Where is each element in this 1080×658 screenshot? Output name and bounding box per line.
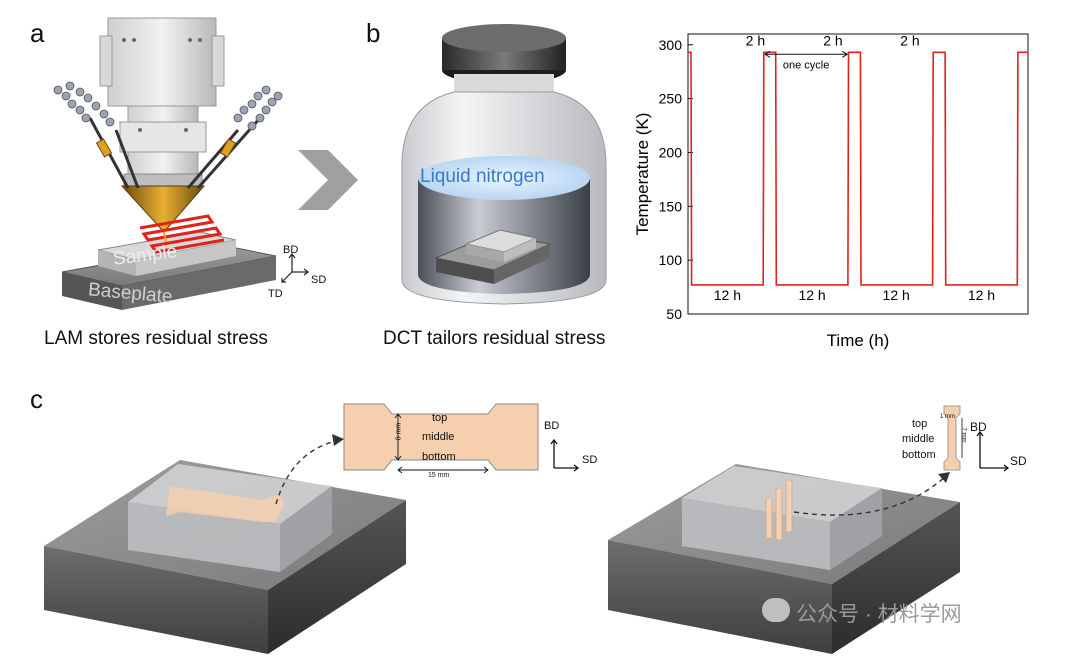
annotations: 2 h 2 h 2 h 12 h 12 h 12 h 12 h one cycle: [714, 32, 995, 303]
left-axis-sd: SD: [582, 454, 598, 466]
left-dogbone-drawing: [343, 403, 539, 474]
temperature-chart: 300 250 200 150 100 50 2 h 2 h 2 h 12 h 12 h 12 h 1…: [633, 32, 1029, 350]
right-block-illustration: [608, 464, 960, 654]
powder-particles: [53, 81, 283, 131]
left-label-bottom: bottom: [422, 451, 456, 463]
jar-neck: [454, 74, 554, 92]
left-length-dim: 15 mm: [428, 472, 450, 479]
left-label-top: top: [432, 412, 448, 424]
laser-beam: [163, 231, 167, 243]
right-mini-specimen: [943, 405, 963, 471]
right-axis-sd: SD: [1010, 454, 1027, 468]
right-label-top: top: [912, 418, 928, 430]
watermark-text: 公众号 · 材料学网: [796, 603, 962, 626]
right-dashed-arrow: [793, 472, 950, 516]
y-tick-label: 100: [659, 252, 683, 268]
right-width-dim: 1 mm: [940, 414, 955, 420]
axis-label-td: TD: [268, 288, 283, 300]
low-hold-label: 12 h: [714, 287, 741, 303]
plot-frame: [687, 33, 1029, 315]
nozzle-tips: [95, 138, 237, 158]
right-length-dim: 7 mm: [960, 427, 967, 443]
axis-label-sd: SD: [311, 274, 327, 286]
left-dashed-arrow: [275, 434, 344, 505]
left-width-dim: 8 mm: [395, 422, 403, 441]
liquid-surface: [418, 156, 590, 200]
high-hold-label: 2 h: [900, 32, 919, 48]
y-tick-label: 150: [659, 198, 683, 214]
nozzle-cone: [120, 185, 206, 233]
temperature-series-line: [688, 51, 1028, 286]
left-embedded-specimen: [166, 486, 284, 522]
panel-a-letter: a: [30, 18, 45, 48]
y-ticks: 300 250 200 150 100 50: [659, 37, 693, 322]
low-hold-label: 12 h: [883, 287, 910, 303]
chevron-right-icon: [298, 150, 358, 210]
left-axes-triad: [550, 438, 580, 472]
right-axis-bd: BD: [970, 420, 987, 434]
right-label-middle: middle: [902, 433, 935, 445]
axes-triad: [281, 253, 309, 283]
y-axis-label: Temperature (K): [633, 113, 652, 236]
y-tick-label: 200: [659, 144, 683, 160]
left-axis-bd: BD: [544, 420, 560, 432]
right-axes-triad: [976, 430, 1010, 472]
liquid-nitrogen-label: Liquid nitrogen: [420, 166, 545, 187]
high-hold-label: 2 h: [823, 32, 842, 48]
lid-top: [442, 24, 566, 52]
x-axis-label: Time (h): [827, 331, 890, 350]
low-hold-label: 12 h: [798, 287, 825, 303]
y-tick-label: 50: [666, 306, 682, 322]
laser-scan-tracks: [139, 214, 225, 254]
y-tick-label: 300: [659, 37, 683, 53]
panel-a-caption: LAM stores residual stress: [44, 328, 268, 349]
immersed-sample: [434, 229, 552, 284]
y-tick-label: 250: [659, 91, 683, 107]
axis-label-bd: BD: [283, 244, 299, 256]
lam-illustration: [53, 17, 309, 310]
cycle-label: one cycle: [783, 59, 829, 71]
panel-b-letter: b: [366, 18, 381, 48]
left-label-middle: middle: [422, 431, 455, 443]
low-hold-label: 12 h: [968, 287, 995, 303]
dewar-jar-illustration: [401, 24, 607, 305]
left-block-illustration: [44, 460, 406, 654]
panel-c-letter: c: [30, 384, 43, 414]
high-hold-label: 2 h: [746, 32, 765, 48]
print-head: [99, 17, 225, 187]
cycle-arrow: [763, 50, 849, 58]
right-label-bottom: bottom: [902, 449, 936, 461]
right-embedded-specimens: [765, 479, 793, 541]
wechat-icon: [762, 598, 790, 622]
panel-b-caption: DCT tailors residual stress: [383, 328, 606, 349]
